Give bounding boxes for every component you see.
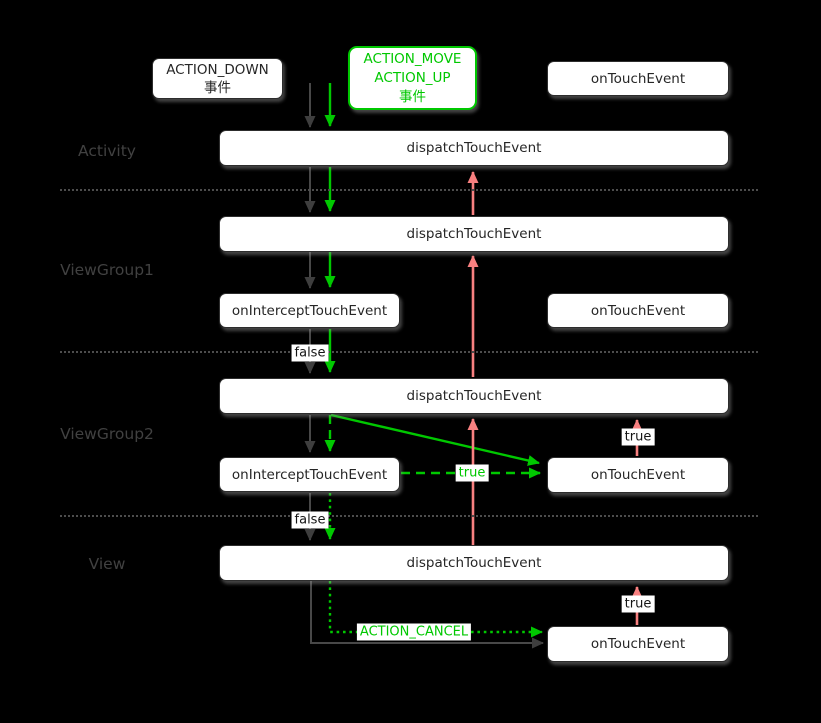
action-cancel-label: ACTION_CANCEL xyxy=(356,623,472,641)
action-move-line1: ACTION_MOVE xyxy=(363,50,462,67)
viewgroup2-onintercepttouchevent-box: onInterceptTouchEvent xyxy=(219,457,400,492)
ontouch-true-label-view: true xyxy=(621,595,655,613)
viewgroup1-onintercepttouchevent-box: onInterceptTouchEvent xyxy=(219,293,400,328)
lane-separator-2 xyxy=(60,351,758,353)
viewgroup2-dispatchtouchevent-box: dispatchTouchEvent xyxy=(219,378,729,414)
ontouch-true-label-viewgroup2: true xyxy=(621,428,655,446)
lane-label-viewgroup2: ViewGroup2 xyxy=(60,425,154,443)
action-down-event-box: ACTION_DOWN 事件 xyxy=(152,58,283,99)
viewgroup1-ontouchevent-box: onTouchEvent xyxy=(547,293,729,328)
lane-separator-3 xyxy=(60,515,758,517)
lane-label-viewgroup1: ViewGroup1 xyxy=(60,261,154,279)
down-to-ontouch-arrow xyxy=(310,581,544,649)
viewgroup1-dispatchtouchevent-box: dispatchTouchEvent xyxy=(219,216,729,252)
lane-label-activity: Activity xyxy=(78,142,136,160)
action-down-line2: 事件 xyxy=(204,79,231,96)
viewgroup2-ontouchevent-box: onTouchEvent xyxy=(547,457,729,493)
view-ontouchevent-box: onTouchEvent xyxy=(547,626,729,662)
activity-ontouchevent-box: onTouchEvent xyxy=(547,61,729,96)
action-down-line1: ACTION_DOWN xyxy=(166,61,269,78)
action-cancel-arrow xyxy=(328,581,543,638)
action-move-up-event-box: ACTION_MOVE ACTION_UP 事件 xyxy=(348,46,477,110)
action-move-line2: ACTION_UP xyxy=(374,69,451,86)
lane-separator-1 xyxy=(60,189,758,191)
lane-label-view: View xyxy=(88,555,126,573)
intercept-true-label: true xyxy=(455,464,489,482)
intercept-false-label-1: false xyxy=(291,344,329,362)
intercept-false-label-2: false xyxy=(291,511,329,529)
intercept-consume-diagonal-arrow xyxy=(330,413,540,466)
action-move-line3: 事件 xyxy=(399,88,426,105)
activity-dispatchtouchevent-box: dispatchTouchEvent xyxy=(219,130,729,166)
view-dispatchtouchevent-box: dispatchTouchEvent xyxy=(219,545,729,581)
